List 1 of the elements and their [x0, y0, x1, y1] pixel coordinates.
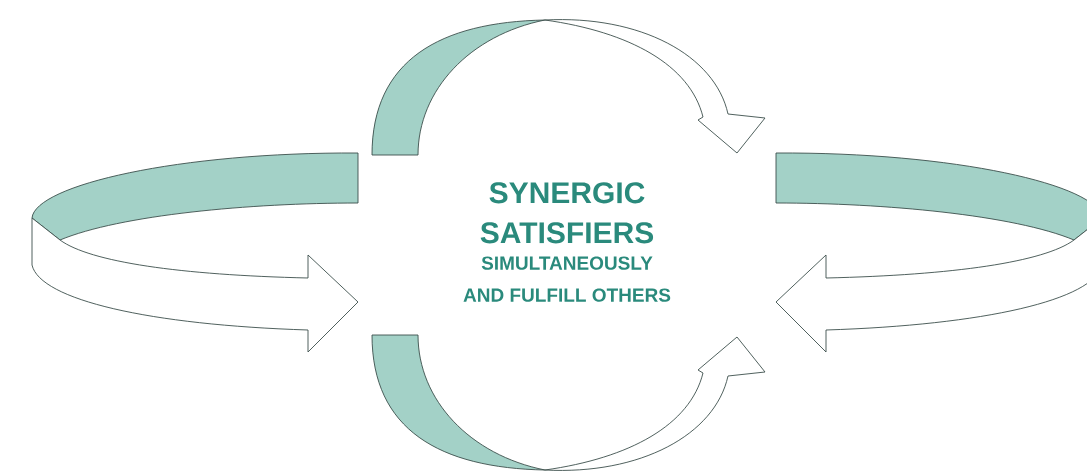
- center-text: SYNERGIC SATISFIERS SIMULTANEOUSLY AND FULFILL OTHERS: [463, 182, 671, 302]
